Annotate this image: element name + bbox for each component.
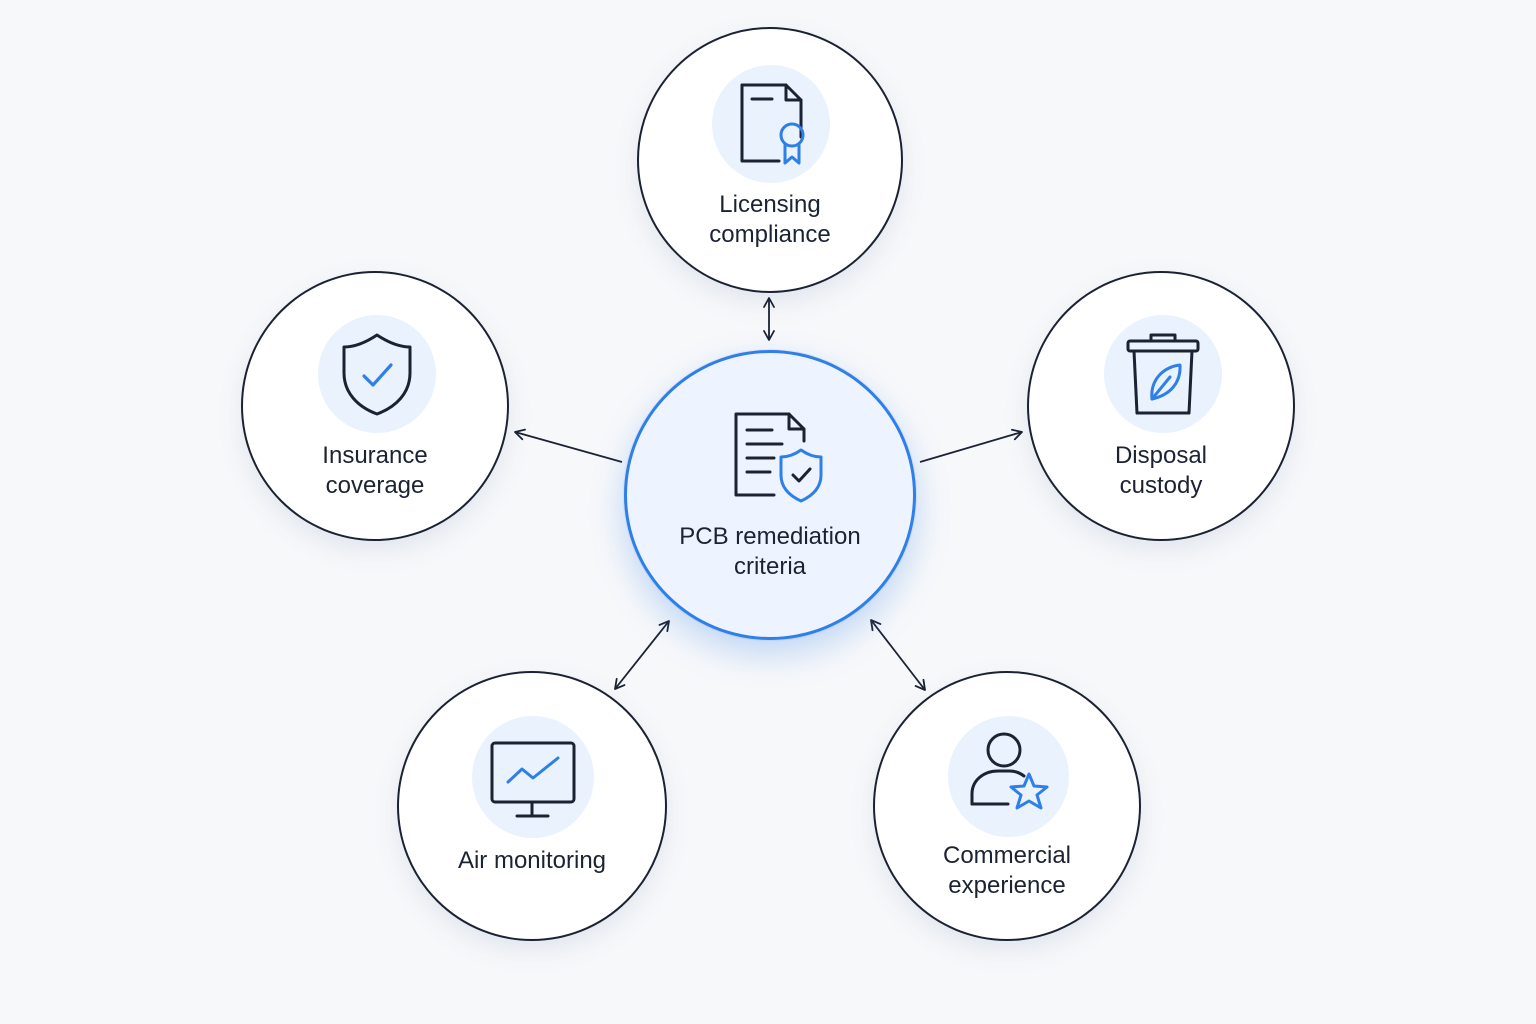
connector-insurance: [514, 428, 623, 463]
node-label: Disposal custody: [1029, 441, 1293, 501]
node-label: Insurance coverage: [243, 441, 507, 501]
recycle-bin-leaf-icon: [1126, 333, 1200, 415]
connector-disposal: [919, 428, 1023, 463]
icon-bubble: [318, 315, 436, 433]
user-star-icon: [970, 732, 1049, 810]
node-pcb-remediation-criteria[interactable]: PCB remediation criteria: [624, 350, 916, 640]
node-label-line: Insurance: [322, 442, 428, 469]
monitor-chart-icon: [490, 741, 576, 818]
certificate-document-icon: [740, 83, 805, 165]
node-label: Commercial experience: [875, 841, 1139, 901]
node-label: PCB remediation criteria: [627, 522, 913, 582]
node-label-line: Commercial: [942, 842, 1071, 869]
icon-bubble: [472, 716, 594, 838]
node-label-line: Licensing: [719, 191, 821, 218]
node-licensing-compliance[interactable]: Licensing compliance: [637, 27, 903, 293]
node-label-line: criteria: [733, 553, 806, 580]
node-label-line: Disposal: [1114, 442, 1208, 469]
node-insurance-coverage[interactable]: Insurance coverage: [241, 271, 509, 541]
node-disposal-custody[interactable]: Disposal custody: [1027, 271, 1295, 541]
node-label-line: compliance: [709, 221, 831, 248]
node-label-line: experience: [948, 872, 1066, 899]
shield-check-icon: [342, 333, 412, 416]
icon-bubble: [1104, 315, 1222, 433]
node-label: Licensing compliance: [639, 190, 901, 250]
node-label: Air monitoring: [399, 846, 665, 876]
connector-commercial: [870, 619, 926, 691]
node-commercial-experience[interactable]: Commercial experience: [873, 671, 1141, 941]
icon-bubble: [712, 65, 830, 183]
node-air-monitoring[interactable]: Air monitoring: [397, 671, 667, 941]
node-label-line: PCB remediation: [679, 523, 861, 550]
node-label-line: coverage: [325, 472, 425, 499]
node-label-line: Air monitoring: [457, 847, 607, 874]
node-label-line: custody: [1119, 472, 1203, 499]
connector-air: [614, 620, 670, 690]
document-shield-icon: [734, 412, 823, 503]
icon-bubble: [714, 397, 832, 515]
icon-bubble: [948, 716, 1069, 837]
